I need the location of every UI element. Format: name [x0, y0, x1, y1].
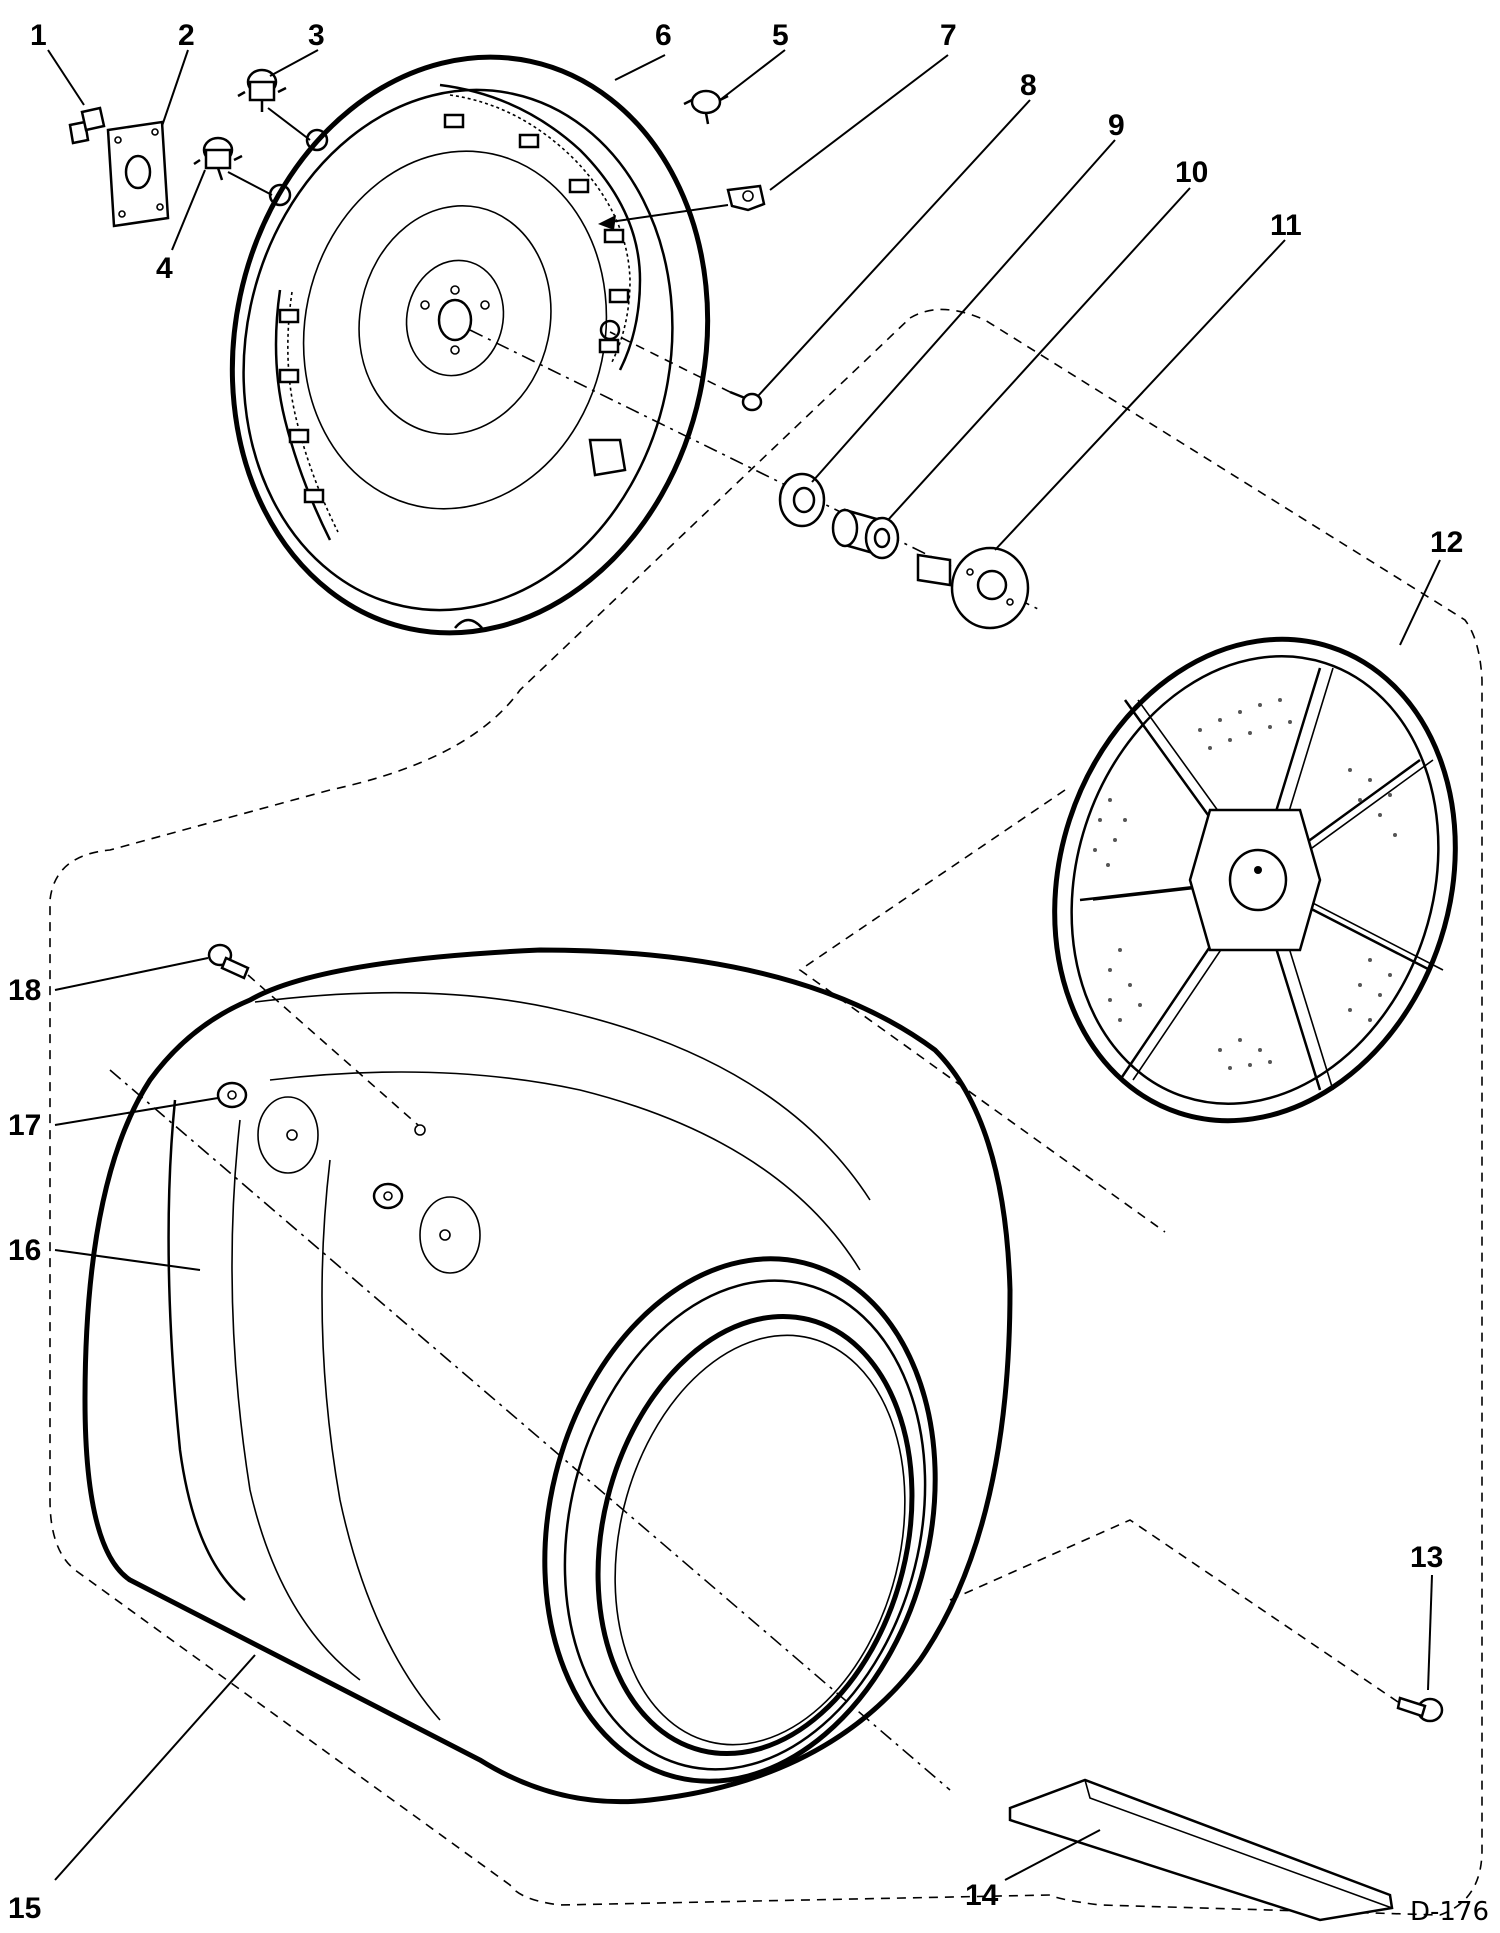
part-10-bearing [831, 508, 900, 560]
part-16-drum [82, 947, 1013, 1805]
part-2-mounting-plate [106, 120, 170, 228]
callout-10: 10 [1175, 156, 1208, 189]
callout-3: 3 [308, 19, 325, 52]
callout-1: 1 [30, 19, 47, 52]
callout-labels: 1 2 3 4 5 6 7 8 9 10 11 12 13 14 15 16 1… [8, 19, 1463, 1925]
part-4-thermostat [193, 136, 273, 196]
callout-12: 12 [1430, 526, 1463, 559]
part-11-shaft-hub [916, 546, 1030, 630]
callout-18: 18 [8, 974, 41, 1007]
callout-15: 15 [8, 1892, 41, 1925]
callout-6: 6 [655, 19, 672, 52]
part-7-clip [726, 184, 766, 212]
part-1-clips [68, 106, 106, 145]
part-18-screw [207, 943, 250, 980]
callout-13: 13 [1410, 1541, 1443, 1574]
part-12-drum-rear-plate [1052, 636, 1458, 1124]
part-5-thermal-fuse [683, 89, 729, 125]
rear-heater-housing [229, 54, 711, 636]
callout-14: 14 [965, 1879, 999, 1912]
leader-lines [47, 49, 1441, 1881]
drawing-id: D-176 [1410, 1897, 1489, 1927]
callout-5: 5 [772, 19, 789, 52]
callout-7: 7 [940, 19, 957, 52]
callout-17: 17 [8, 1109, 41, 1142]
callout-16: 16 [8, 1234, 41, 1267]
part-14-drum-baffle [1008, 1778, 1394, 1922]
assembly-boundary [49, 308, 1483, 1916]
callout-4: 4 [156, 252, 173, 285]
callout-8: 8 [1020, 69, 1037, 102]
part-13-screw [1396, 1696, 1444, 1723]
callout-11: 11 [1270, 209, 1302, 242]
part-3-thermostat [237, 68, 311, 141]
callout-9: 9 [1108, 109, 1125, 142]
callout-2: 2 [178, 19, 195, 52]
part-9-washer [778, 472, 826, 528]
part-8-screw [729, 390, 763, 412]
